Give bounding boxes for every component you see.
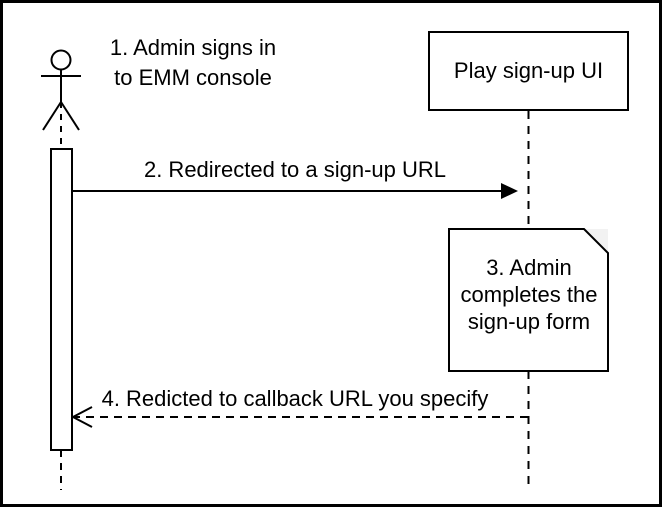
actor-leg-right — [60, 101, 80, 131]
participant-play-sign-up-ui: Play sign-up UI — [428, 31, 629, 111]
admin-actor-icon — [41, 49, 81, 131]
message-2-arrowhead-icon — [501, 183, 518, 199]
message-4-label: 4. Redicted to callback URL you specify — [101, 386, 489, 411]
actor-leg-left — [42, 101, 62, 131]
actor-head — [50, 49, 72, 71]
message-2-label: 2. Redirected to a sign-up URL — [143, 157, 447, 182]
participant-label: Play sign-up UI — [453, 58, 604, 83]
activation-bar — [50, 148, 73, 451]
note-label: 3. Admin completes the sign-up form — [460, 255, 598, 334]
note-shape — [448, 228, 609, 372]
message-4-open-arrowhead-icon — [70, 406, 93, 428]
actor-label: 1. Admin signs in to EMM console — [109, 35, 277, 90]
